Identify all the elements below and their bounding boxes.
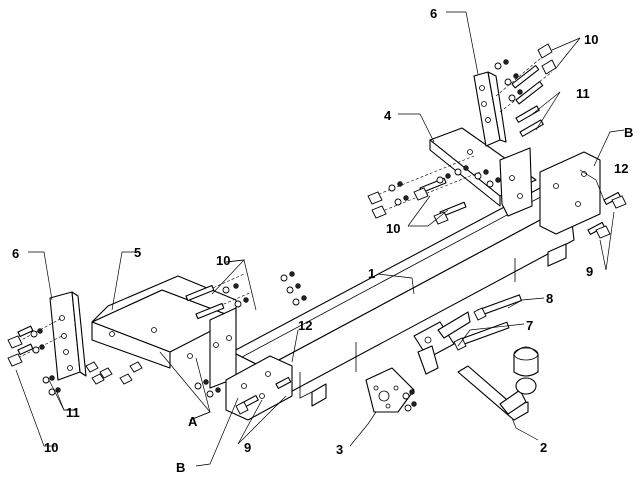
top-right-bolt-set [494, 43, 557, 137]
label-B-bottom: B [176, 460, 185, 475]
callout-labels: 1 2 3 4 5 6 6 7 8 9 9 10 10 10 10 11 11 … [12, 6, 633, 475]
label-10-bottom: 10 [44, 440, 58, 455]
label-10-center: 10 [216, 253, 230, 268]
middle-left-bolt-set [99, 271, 307, 385]
label-5: 5 [134, 245, 141, 260]
label-12-right: 12 [614, 161, 628, 176]
left-bolt-set [7, 317, 105, 396]
tow-ball [457, 346, 539, 421]
label-10-mid: 10 [386, 221, 400, 236]
ball-mount-plate [365, 367, 417, 413]
label-A: A [188, 414, 198, 429]
socket-bolts [453, 294, 522, 351]
label-7: 7 [526, 318, 533, 333]
label-1: 1 [368, 266, 375, 281]
left-end-plate [194, 355, 293, 421]
label-10-top: 10 [584, 32, 598, 47]
left-mounting-bracket [91, 275, 237, 389]
label-3: 3 [336, 442, 343, 457]
label-9-bottom: 9 [244, 440, 251, 455]
label-11-top: 11 [576, 86, 590, 101]
leader-lines [15, 11, 625, 467]
label-9-right: 9 [586, 264, 593, 279]
label-4: 4 [384, 108, 392, 123]
label-8: 8 [546, 291, 553, 306]
label-B-right: B [624, 125, 633, 140]
middle-right-bolt-set [367, 155, 501, 225]
right-side-plate [473, 71, 507, 147]
right-end-plate [539, 151, 627, 239]
label-2: 2 [540, 440, 547, 455]
right-mounting-bracket [429, 127, 537, 217]
label-11-left: 11 [66, 405, 80, 420]
left-side-plate [49, 291, 87, 381]
hitch-receiver [413, 311, 471, 375]
label-12-center: 12 [298, 318, 312, 333]
label-6-top: 6 [430, 6, 437, 21]
label-6-left: 6 [12, 246, 19, 261]
main-crossbeam [231, 187, 575, 407]
